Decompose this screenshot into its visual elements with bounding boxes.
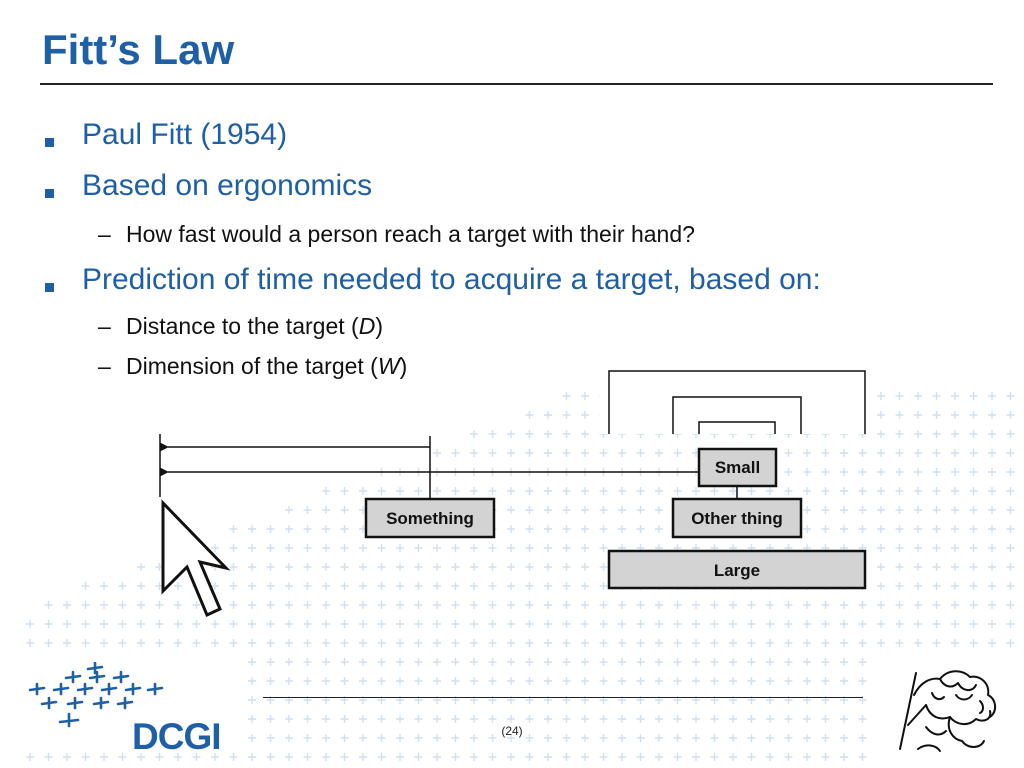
sub-item: –Dimension of the target (W) (98, 353, 407, 380)
sub-dash: – (98, 221, 111, 247)
footer-divider (263, 697, 863, 698)
box-small: Small (697, 447, 778, 488)
page-number: (24) (501, 724, 523, 738)
bullet-square-icon (45, 189, 54, 198)
bullet-text: Prediction of time needed to acquire a t… (82, 263, 821, 296)
bullet-item: Prediction of time needed to acquire a t… (45, 263, 821, 296)
sub-text: How fast would a person reach a target w… (126, 221, 695, 247)
university-lion-logo-icon (899, 670, 996, 752)
slide-title: Fitt’s Law (42, 26, 235, 73)
box-other-label: Other thing (691, 509, 783, 528)
variable-w: W (377, 353, 400, 379)
sub-text: Dimension of the target ( (126, 353, 378, 379)
sub-dash: – (98, 313, 111, 339)
dcgi-logo-icon (28, 662, 164, 728)
bullet-text: Paul Fitt (1954) (82, 118, 288, 151)
title-divider (40, 83, 993, 85)
sub-item: –How fast would a person reach a target … (98, 221, 695, 248)
sub-dash: – (98, 353, 111, 379)
box-something: Something (364, 497, 496, 539)
dcgi-logo-text: DCGI (132, 716, 221, 757)
bullet-text: Based on ergonomics (82, 169, 373, 202)
bracket-large (608, 370, 866, 434)
bullet-square-icon (45, 283, 54, 292)
bracket-small (698, 421, 776, 434)
bracket-medium (672, 396, 802, 434)
sub-text-suffix: ) (375, 313, 383, 339)
box-large: Large (607, 549, 867, 590)
sub-text: Distance to the target ( (126, 313, 359, 339)
mouse-cursor-icon (161, 499, 231, 618)
box-other-thing: Other thing (671, 497, 803, 539)
diagram-backdrop (600, 366, 870, 434)
bullet-square-icon (45, 138, 54, 147)
sub-item: –Distance to the target (D) (98, 313, 383, 340)
box-something-label: Something (386, 509, 474, 528)
bullet-item: Based on ergonomics (45, 169, 372, 202)
box-small-label: Small (715, 458, 760, 477)
bullet-item: Paul Fitt (1954) (45, 118, 287, 151)
variable-d: D (358, 313, 376, 339)
box-large-label: Large (714, 561, 760, 580)
sub-text-suffix: ) (399, 353, 408, 379)
